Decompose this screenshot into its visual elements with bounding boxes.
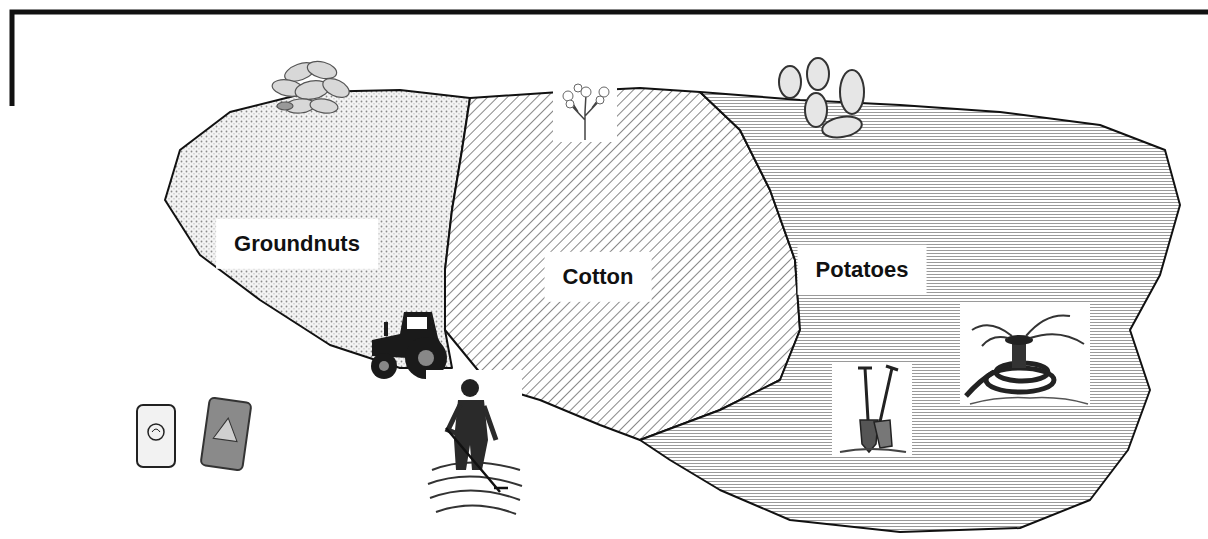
region-label: Potatoes [798, 245, 927, 295]
cotton-plant [553, 84, 617, 142]
region-label: Cotton [545, 252, 652, 302]
farmer-hoeing [426, 370, 522, 522]
region-shape [165, 90, 470, 368]
groundnut-pile [271, 58, 352, 114]
spade [832, 362, 912, 456]
tractor [371, 312, 447, 379]
sprinkler [960, 302, 1090, 404]
region-shape [640, 92, 1180, 532]
potatoes-region: Potatoes [640, 92, 1180, 532]
fertiliser-bags [137, 397, 252, 470]
potatoes-pile [779, 58, 864, 140]
region-label: Groundnuts [216, 219, 378, 269]
region-outline [640, 92, 1180, 532]
